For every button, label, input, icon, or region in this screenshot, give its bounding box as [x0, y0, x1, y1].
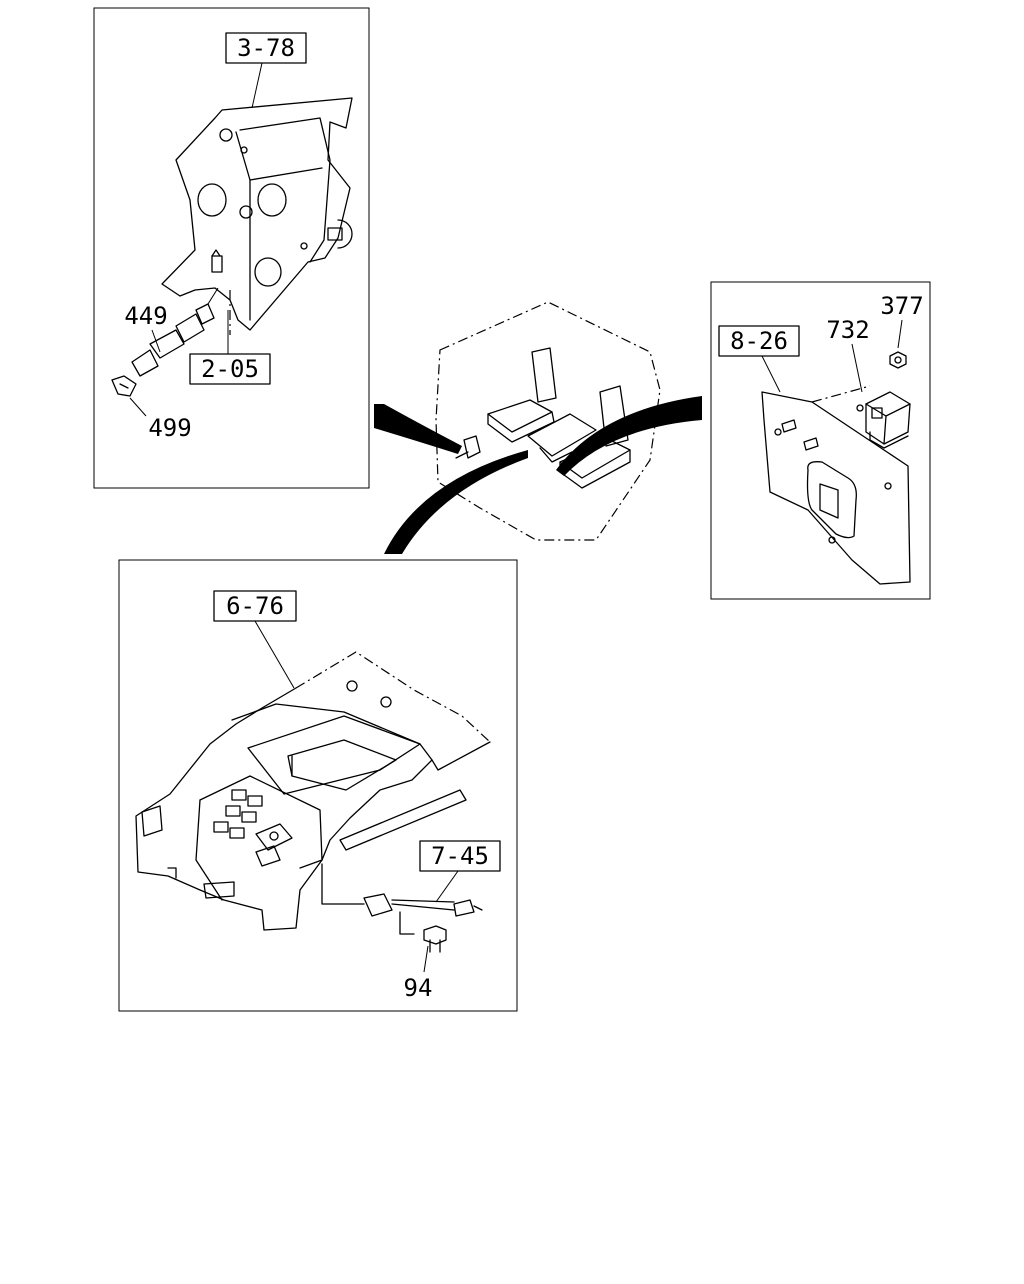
ref-box-3-78[interactable]: 3-78 [225, 32, 307, 64]
clip-499 [111, 375, 137, 397]
pedal-bracket-drawing [161, 97, 353, 335]
ref-box-6-76[interactable]: 6-76 [213, 590, 297, 622]
ref-box-8-26[interactable]: 8-26 [718, 325, 800, 357]
relay-732 [856, 391, 911, 449]
svg-text:7-45: 7-45 [431, 842, 489, 870]
panel-frame [118, 559, 518, 1012]
cab-overview [435, 301, 661, 541]
ref-box-7-45[interactable]: 7-45 [419, 840, 501, 872]
panel-frame [710, 281, 931, 600]
harness-7-45 [321, 863, 483, 935]
relay-panel: 8-26 377 732 [710, 281, 931, 600]
svg-text:2-05: 2-05 [201, 355, 259, 383]
svg-text:8-26: 8-26 [730, 327, 788, 355]
callout-arrows [374, 396, 702, 554]
svg-text:3-78: 3-78 [237, 34, 295, 62]
clip-94 [423, 925, 447, 953]
part-499-label[interactable]: 499 [148, 414, 191, 442]
stop-lamp-switch [131, 249, 223, 377]
relay-panel-drawing [761, 385, 911, 585]
nut-377 [889, 351, 907, 369]
part-94-label[interactable]: 94 [404, 974, 433, 1002]
part-732-label[interactable]: 732 [826, 316, 869, 344]
part-449-label[interactable]: 449 [124, 302, 167, 330]
ref-box-2-05[interactable]: 2-05 [189, 353, 271, 385]
part-377-label[interactable]: 377 [880, 292, 923, 320]
switch-bracket-panel: 3-78 44 [93, 7, 370, 489]
svg-text:6-76: 6-76 [226, 592, 284, 620]
panel-frame [93, 7, 370, 489]
floor-console-drawing [135, 651, 491, 931]
console-panel: 6-76 [118, 559, 518, 1012]
